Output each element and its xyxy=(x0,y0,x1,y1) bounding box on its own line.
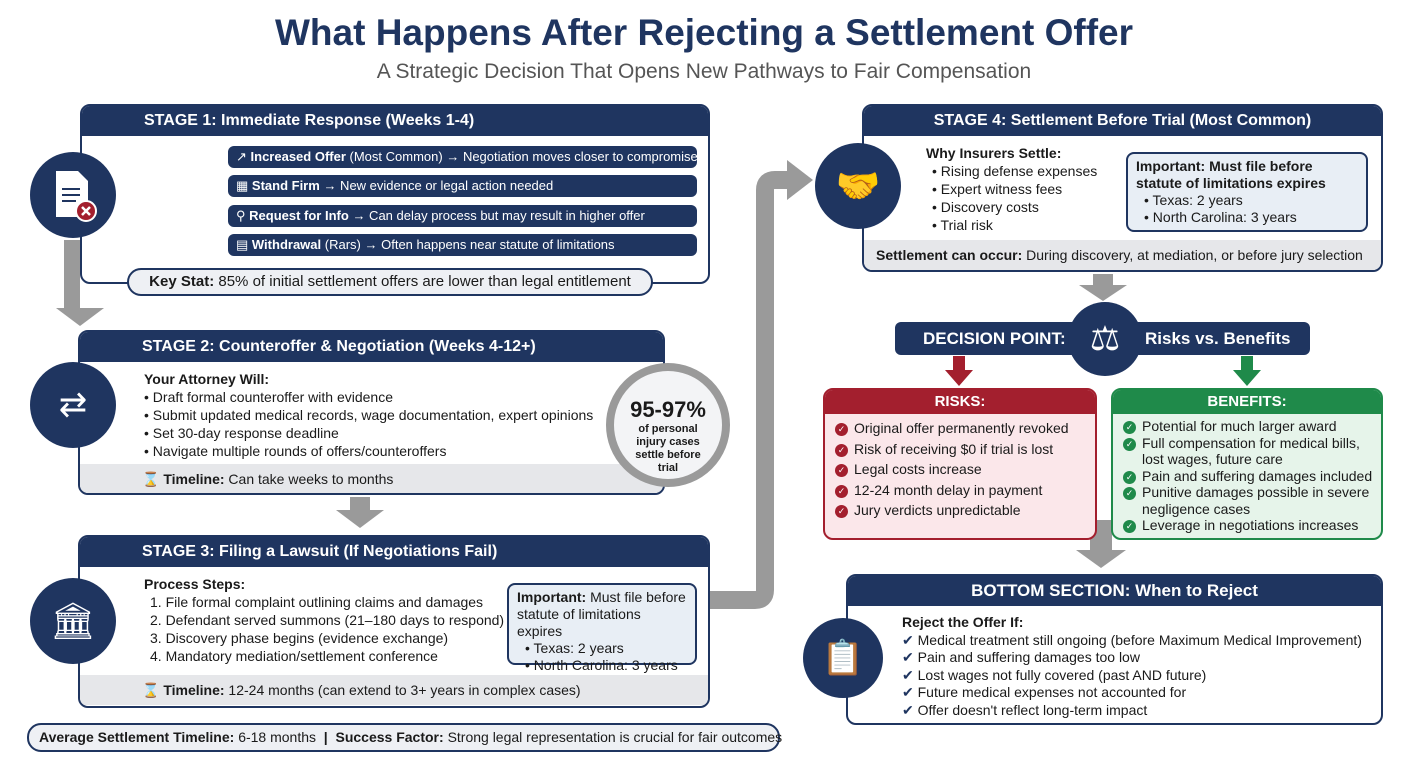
list-item: ✓Full compensation for medical bills, lo… xyxy=(1123,435,1381,468)
arrow-down-icon xyxy=(56,308,104,326)
settle-stat-circle: 95-97% of personal injury cases settle b… xyxy=(606,363,730,487)
list-item: ✔ Future medical expenses not accounted … xyxy=(902,684,1187,700)
green-arrow-down-icon xyxy=(1241,356,1253,372)
stage2-header: STAGE 2: Counteroffer & Negotiation (Wee… xyxy=(80,332,663,362)
arrow-down-icon xyxy=(336,510,384,528)
option-increased-offer: ↗ Increased Offer (Most Common) → Negoti… xyxy=(228,146,698,168)
green-arrow-down-icon xyxy=(1233,370,1261,386)
footer-summary-pill: Average Settlement Timeline: 6-18 months… xyxy=(27,723,782,752)
list-item: 2. Defendant served summons (21–180 days… xyxy=(150,612,505,628)
stage4-important-box: Important: Must file before statute of l… xyxy=(1126,152,1368,232)
stage2-timeline: ⌛ Timeline: Can take weeks to months xyxy=(80,464,663,493)
list-item: ✔ Medical treatment still ongoing (befor… xyxy=(902,631,1362,648)
list-item: Set 30-day response deadline xyxy=(144,424,663,442)
connector-arrow xyxy=(350,497,370,511)
arrow-down-icon xyxy=(1076,550,1126,568)
stage1-header: STAGE 1: Immediate Response (Weeks 1-4) xyxy=(82,106,708,136)
checkmark-icon: ✔ xyxy=(902,649,918,665)
bottom-subhead: Reject the Offer If: xyxy=(902,614,1024,630)
check-circle-icon: ✓ xyxy=(1123,470,1136,484)
list-item: ✔ Lost wages not fully covered (past AND… xyxy=(902,666,1207,683)
handshake-icon: 🤝 xyxy=(815,143,901,229)
check-circle-icon: ✓ xyxy=(835,443,848,457)
stage3-subhead: Process Steps: xyxy=(144,576,246,592)
stage2-panel: STAGE 2: Counteroffer & Negotiation (Wee… xyxy=(78,330,665,495)
hourglass-icon: ⌛ xyxy=(142,471,164,487)
trend-up-icon: ↗ xyxy=(236,149,251,164)
list-item: ✔ Pain and suffering damages too low xyxy=(902,649,1140,665)
check-circle-icon: ✓ xyxy=(1123,520,1136,533)
list-item: Rising defense expenses xyxy=(932,162,1381,180)
page-subtitle: A Strategic Decision That Opens New Path… xyxy=(376,60,1032,83)
checkmark-icon: ✔ xyxy=(902,701,918,718)
list-item: ✓Original offer permanently revoked xyxy=(835,418,1095,439)
list-item: 1. File formal complaint outlining claim… xyxy=(150,594,484,610)
checkmark-icon: ✔ xyxy=(902,631,918,648)
checkmark-icon: ✔ xyxy=(902,684,918,700)
stage3-timeline: ⌛ Timeline: 12-24 months (can extend to … xyxy=(80,675,708,705)
list-item: ✓Punitive damages possible in severe neg… xyxy=(1123,484,1381,517)
list-item: ✓Leverage in negotiations increases xyxy=(1123,517,1381,534)
connector-arrow xyxy=(1093,274,1113,286)
list-item: Trial risk xyxy=(932,216,1381,234)
check-circle-icon: ✓ xyxy=(835,505,848,518)
list-item: ✔ Offer doesn't reflect long-term impact xyxy=(902,701,1148,718)
hourglass-icon: ⌛ xyxy=(142,682,164,698)
check-circle-icon: ✓ xyxy=(835,423,848,436)
stage2-subhead: Your Attorney Will: xyxy=(144,371,270,387)
list-item: Submit updated medical records, wage doc… xyxy=(144,406,663,424)
check-circle-icon: ✓ xyxy=(835,464,848,477)
stage4-header: STAGE 4: Settlement Before Trial (Most C… xyxy=(864,106,1381,136)
list-item: 4. Mandatory mediation/settlement confer… xyxy=(150,648,438,664)
stage4-subhead: Why Insurers Settle: xyxy=(926,145,1062,161)
red-arrow-down-icon xyxy=(953,356,965,372)
courthouse-gavel-icon: 🏛 xyxy=(30,578,116,664)
check-circle-icon: ✓ xyxy=(1123,421,1136,434)
scales-icon: ⚖ xyxy=(1068,302,1142,376)
option-request-info: ⚲ Request for Info → Can delay process b… xyxy=(228,205,697,227)
list-item: ✓Legal costs increase xyxy=(835,459,1095,480)
rejected-document-icon xyxy=(30,152,116,238)
when-to-reject-panel: BOTTOM SECTION: When to Reject Reject th… xyxy=(846,574,1383,725)
arrow-down-icon xyxy=(1079,285,1127,301)
stage4-occur: Settlement can occur: During discovery, … xyxy=(864,240,1381,270)
list-item: Expert witness fees xyxy=(932,180,1381,198)
key-stat-pill: Key Stat: 85% of initial settlement offe… xyxy=(127,268,653,296)
option-stand-firm: ▦ Stand Firm → New evidence or legal act… xyxy=(228,175,697,197)
check-circle-icon: ✓ xyxy=(1123,487,1136,500)
option-withdrawal: ▤ Withdrawal (Rars) → Often happens near… xyxy=(228,234,697,256)
check-circle-icon: ✓ xyxy=(1123,437,1136,451)
list-item: Navigate multiple rounds of offers/count… xyxy=(144,442,663,460)
checkmark-icon: ✔ xyxy=(902,666,918,683)
connector-arrow xyxy=(64,240,80,310)
stage3-header: STAGE 3: Filing a Lawsuit (If Negotiatio… xyxy=(80,537,708,567)
list-item: Discovery costs xyxy=(932,198,1381,216)
clipboard-check-icon: 📋 xyxy=(803,618,883,698)
benefits-panel: BENEFITS: ✓Potential for much larger awa… xyxy=(1111,388,1383,540)
list-item: 3. Discovery phase begins (evidence exch… xyxy=(150,630,449,646)
list-item: ✓Jury verdicts unpredictable xyxy=(835,500,1095,521)
wall-icon: ▦ xyxy=(236,178,252,193)
stage3-important-box: Important: Must file before statute of l… xyxy=(507,583,697,673)
exchange-documents-icon: ⇄ xyxy=(30,362,116,448)
list-item: ✓Risk of receiving $0 if trial is lost xyxy=(835,439,1095,460)
search-icon: ⚲ xyxy=(236,208,250,223)
list-item: ✓Pain and suffering damages included xyxy=(1123,468,1381,485)
bottom-header: BOTTOM SECTION: When to Reject xyxy=(848,576,1381,606)
list-item: Draft formal counteroffer with evidence xyxy=(144,388,663,406)
list-item: ✓Potential for much larger award xyxy=(1123,418,1381,435)
list-item: ✓12-24 month delay in payment xyxy=(835,480,1095,501)
red-arrow-down-icon xyxy=(945,370,973,386)
stage3-to-stage4-arrow xyxy=(705,160,813,609)
risks-panel: RISKS: ✓Original offer permanently revok… xyxy=(823,388,1097,540)
check-circle-icon: ✓ xyxy=(835,484,848,498)
document-icon: ▤ xyxy=(236,237,252,252)
page-title: What Happens After Rejecting a Settlemen… xyxy=(275,12,1133,53)
